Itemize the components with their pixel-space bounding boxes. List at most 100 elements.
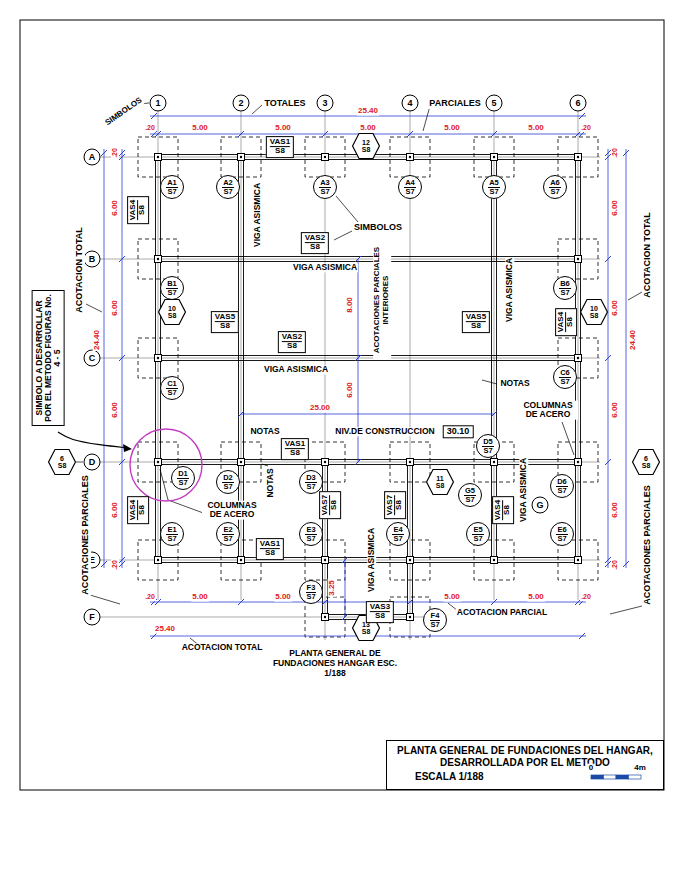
beam-code: S8: [370, 613, 390, 621]
dimension-tick: [101, 561, 107, 567]
beam-tag-box: VAS1S8: [266, 136, 294, 158]
leader-line: [628, 292, 642, 300]
grid-axis-bubble: 4: [402, 95, 419, 112]
beam-code: VAS7: [386, 495, 395, 515]
title-text: PLANTA GENERAL DE FUNDACIONES DEL HANGAR…: [393, 745, 657, 768]
axis-label: 2: [238, 98, 243, 107]
footing-outline: [558, 338, 598, 378]
dimension-tick: [119, 561, 125, 567]
footing-code: B6: [559, 280, 571, 289]
dimension-tick: [322, 599, 328, 605]
footing-outline: [390, 137, 430, 177]
sheet-border: [20, 20, 664, 790]
footing-symbol-circle: F4S7: [423, 608, 447, 632]
beam-tag-box: VAS2S8: [278, 331, 306, 353]
footing-code: E6: [556, 526, 567, 535]
footing-outline: [138, 239, 178, 279]
dimension-tick: [623, 150, 629, 156]
annotation: SIMBOLOS: [103, 96, 145, 129]
dimension-tick: [151, 113, 157, 119]
footing-outline: [305, 540, 345, 580]
scale-segment: [629, 775, 642, 779]
footing-outline: [558, 137, 598, 177]
footing-symbol-circle: A4S7: [398, 175, 422, 199]
beam-code: S8: [139, 500, 147, 520]
footing-code: S7: [167, 535, 176, 543]
dimension-tick: [605, 256, 611, 262]
column-center: [577, 258, 579, 260]
footings: [138, 137, 598, 637]
dimension-tick: [238, 131, 244, 137]
annotation: ACOTACION PARCIAL: [456, 608, 548, 617]
footing-code: S7: [167, 389, 176, 397]
dimension-value: 24.40: [629, 329, 638, 351]
dimension-tick: [342, 614, 348, 620]
footing-symbol-circle: B1S7: [160, 276, 184, 300]
beam-code: VAS2: [305, 234, 325, 243]
annotation: NOTAS: [499, 379, 530, 388]
dimension-value: 5.00: [443, 593, 461, 602]
detail-number: 6: [60, 455, 64, 462]
grid-axis-bubble: 1: [150, 95, 167, 112]
beam-edge: [158, 360, 578, 361]
annotation: ACOTACION TOTAL: [75, 226, 85, 314]
beam-edge: [158, 464, 578, 465]
grid-axis-bubble: 3: [317, 95, 334, 112]
grid-axis-bubble: D: [84, 454, 101, 471]
level-box: 30.10: [443, 425, 474, 438]
column-center: [157, 559, 159, 561]
footing-code: S7: [178, 479, 187, 487]
dimension-value: 3.25: [328, 579, 337, 597]
footing-code: S7: [393, 535, 402, 543]
callout-text: SIMBOLO A DESARROLLAR POR EL METODO FIGU…: [35, 294, 62, 422]
footing-symbol-circle: C6S7: [553, 365, 577, 389]
detail-hexagon: 6S8: [48, 449, 76, 475]
beam-code: VAS5: [466, 313, 486, 322]
detail-number: 6: [644, 455, 648, 462]
detail-number: S8: [362, 628, 371, 635]
footing-symbol-circle: B6S7: [553, 276, 577, 300]
beam-tag-box: VAS3S8: [366, 601, 394, 623]
steel-column: [155, 355, 162, 362]
frame: [20, 20, 664, 790]
steel-column: [575, 557, 582, 564]
footing-code: S7: [465, 496, 474, 504]
beam-tag-box: VAS5S8: [462, 311, 490, 333]
detail-number: S8: [642, 462, 651, 469]
footing-code: A4: [404, 179, 416, 188]
beam-code: S8: [282, 343, 302, 351]
grid-axis-bubble: F: [84, 609, 101, 626]
footing-code: A3: [319, 179, 331, 188]
beam-edge: [158, 355, 578, 356]
detail-hexagon: 10S8: [580, 299, 608, 325]
annotation: NIV.DE CONSTRUCCION: [334, 427, 435, 436]
column-center: [493, 461, 495, 463]
annotation: VIGA ASISMICA: [519, 457, 528, 523]
footing-code: E1: [166, 526, 177, 535]
footing-outline: [558, 540, 598, 580]
steel-column: [322, 154, 329, 161]
detail-hexagon: 11S8: [426, 469, 454, 495]
dimension-value: 25.40: [357, 107, 379, 116]
dimension-tick: [155, 131, 161, 137]
dimension-tick: [579, 113, 585, 119]
dimension-tick: [605, 355, 611, 361]
steel-column: [407, 557, 414, 564]
beam-code: VAS1: [270, 138, 290, 147]
beam-code: VAS4: [129, 500, 138, 520]
beam-code: VAS1: [285, 440, 305, 449]
footing-outline: [474, 540, 514, 580]
column-center: [324, 559, 326, 561]
column-center: [240, 156, 242, 158]
axis-label: D: [89, 457, 96, 466]
footing-code: A1: [166, 179, 178, 188]
column-center: [577, 357, 579, 359]
column-center: [324, 616, 326, 618]
grid-axis: [100, 157, 600, 158]
footing-code: B1: [166, 280, 178, 289]
column-center: [493, 156, 495, 158]
leader-line: [160, 469, 168, 500]
dimension-value: 5.00: [274, 593, 292, 602]
dimension-tick: [155, 599, 161, 605]
detail-number: S8: [362, 146, 371, 153]
